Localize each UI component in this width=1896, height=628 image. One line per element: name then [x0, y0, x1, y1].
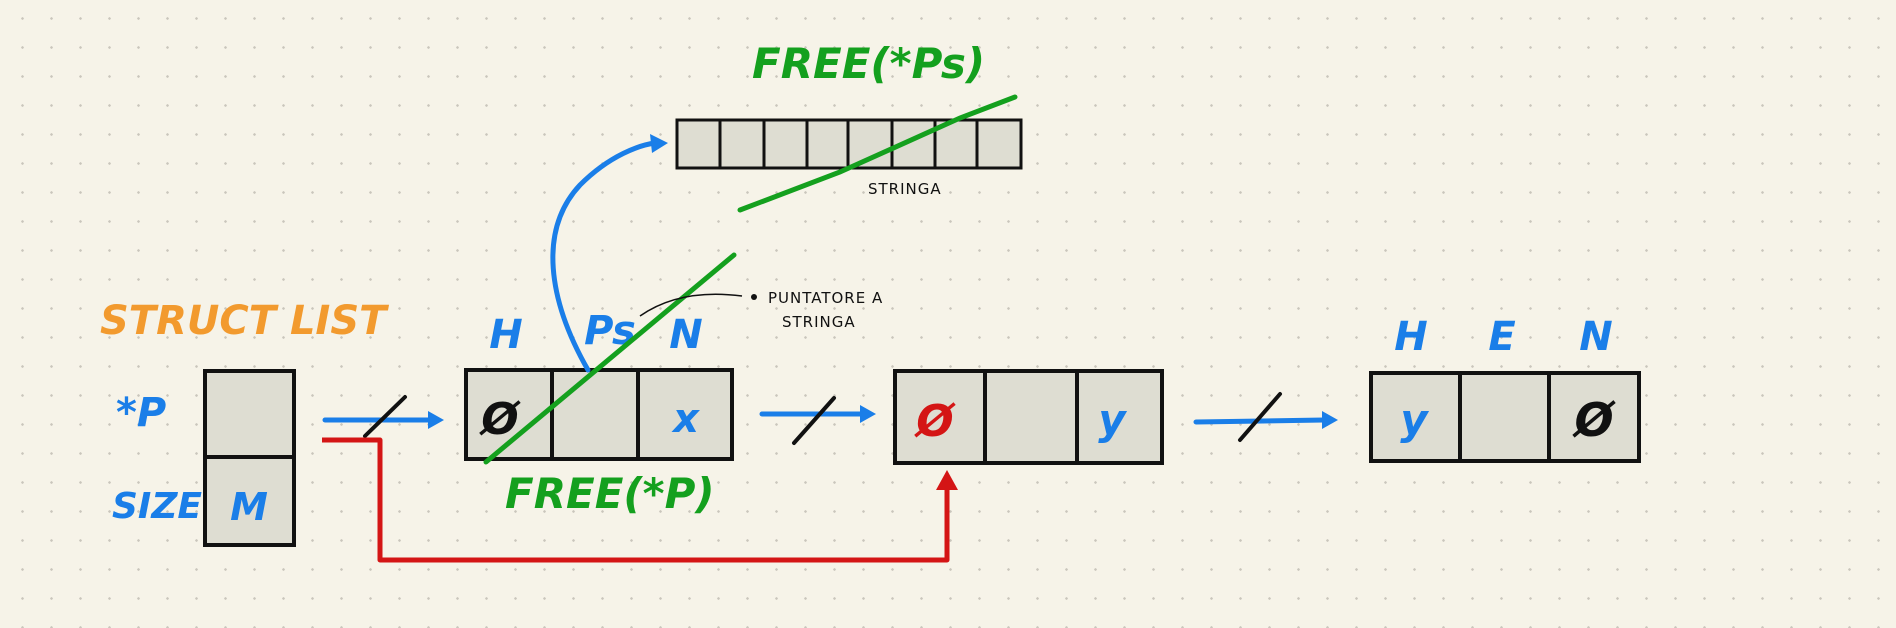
- node2-box: [893, 369, 1164, 465]
- struct-box: [203, 369, 296, 547]
- node3-frame: [1369, 371, 1641, 463]
- new-head-pointer-arrowhead: [936, 470, 958, 490]
- node1-next-arrowhead: [860, 405, 876, 423]
- head-pointer-cross: [363, 395, 407, 438]
- pointer-note-line1: PUNTATORE A: [768, 289, 883, 307]
- new-head-pointer: [322, 437, 950, 563]
- node1-header-n: N: [669, 312, 702, 358]
- node1-strike: [483, 252, 737, 465]
- string-pointer-arrowhead: [650, 134, 668, 153]
- free-p-label: FREE(*P): [505, 469, 715, 518]
- pointer-note-leader: [639, 293, 743, 317]
- pointer-note-dot: [751, 294, 757, 300]
- struct-list-label: STRUCT LIST: [100, 298, 389, 344]
- node3-box: [1369, 371, 1641, 463]
- node2-frame: [893, 369, 1164, 465]
- node3-n-value: Ø: [1571, 393, 1616, 447]
- node2-next-cross: [1238, 392, 1282, 442]
- node2-h-value: Ø: [913, 396, 956, 447]
- node2-n-value: y: [1098, 395, 1127, 444]
- node1-header-ps: Ps: [584, 308, 636, 354]
- size-value: M: [230, 485, 268, 529]
- string-label: STRINGA: [868, 180, 942, 198]
- field-size-label: SIZE: [112, 486, 202, 527]
- node3-header-e: E: [1488, 314, 1515, 360]
- head-pointer-arrowhead: [428, 411, 444, 429]
- node1-header-h: H: [489, 312, 522, 358]
- string-pointer-arrow: [550, 140, 658, 373]
- free-ps-label: FREE(*Ps): [752, 39, 985, 88]
- node1-n-value: x: [671, 396, 700, 442]
- node2-next-arrow: [1193, 417, 1327, 425]
- field-p-label: *P: [116, 390, 166, 436]
- node3-h-value: y: [1400, 395, 1429, 444]
- string-array-strike: [737, 94, 1018, 213]
- node3-header-h: H: [1394, 314, 1427, 360]
- node2-next-arrowhead: [1322, 411, 1338, 429]
- node1-next-cross: [792, 396, 836, 445]
- string-array: [675, 118, 1023, 170]
- node3-header-n: N: [1579, 314, 1612, 360]
- pointer-note-line2: STRINGA: [782, 313, 856, 331]
